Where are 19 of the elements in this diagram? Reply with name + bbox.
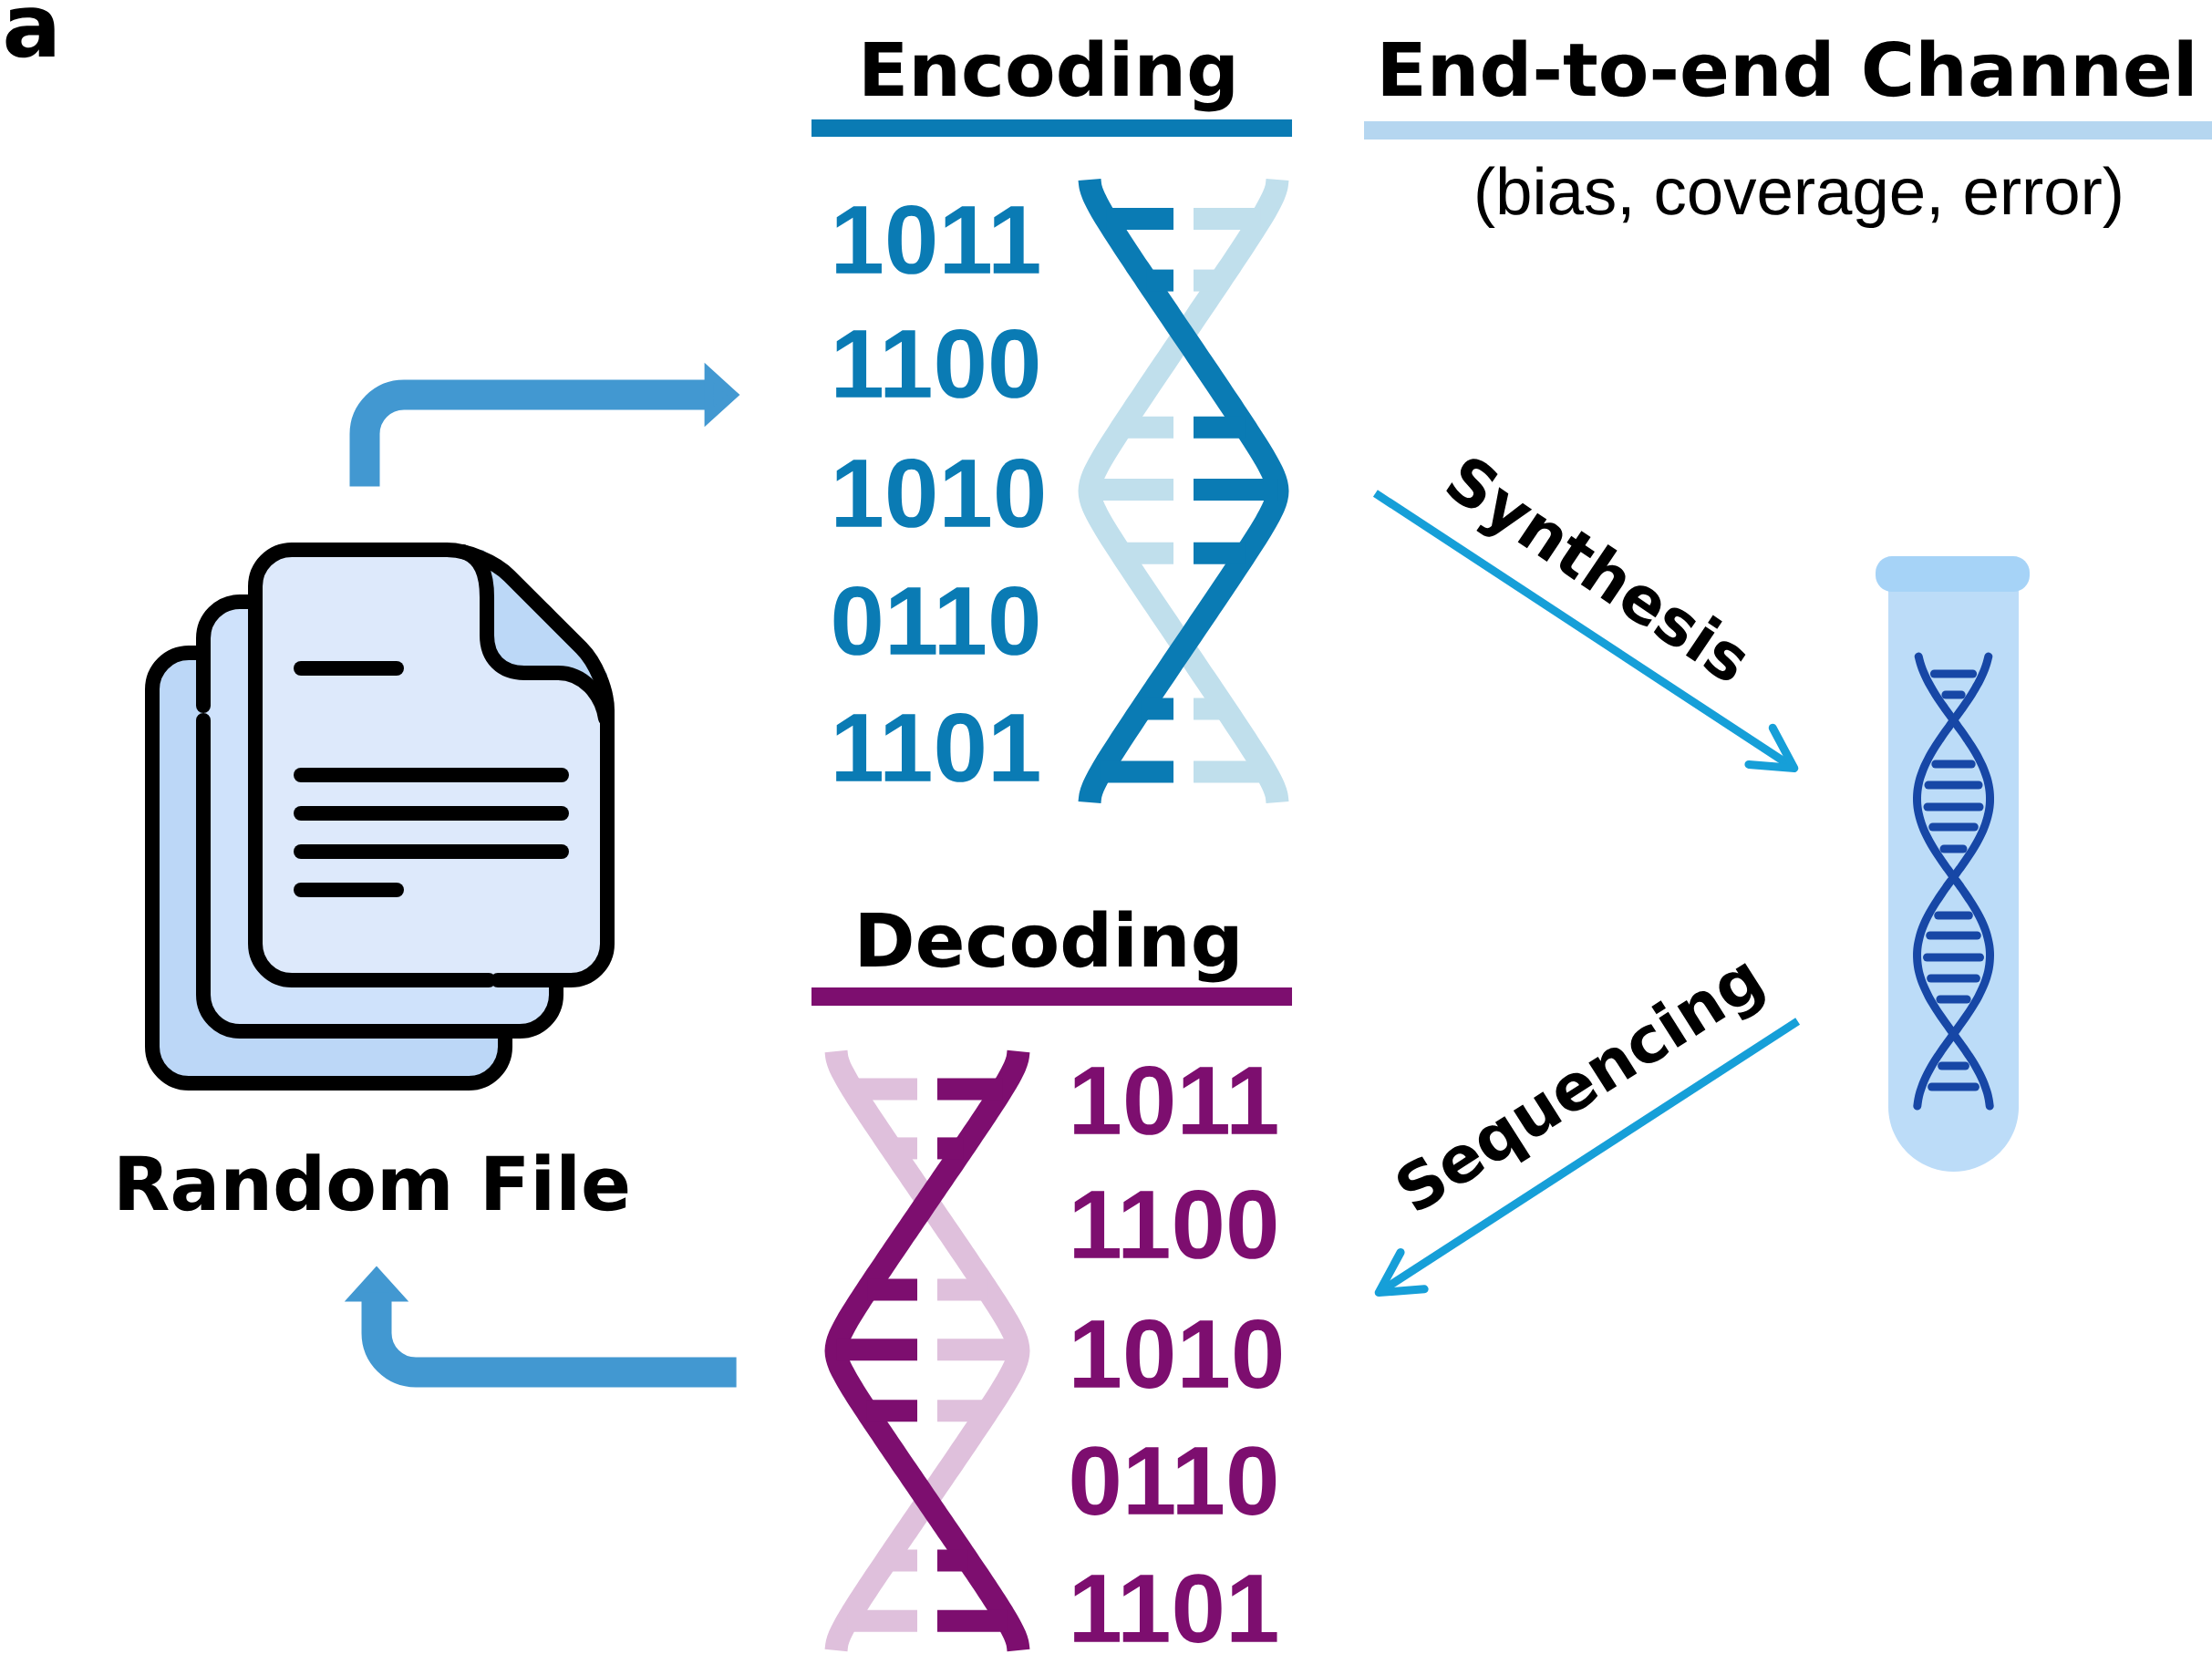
bit-string: 1011 xyxy=(1074,1066,1277,1135)
bit-string: 1010 xyxy=(836,459,1043,528)
bit-string: 0110 xyxy=(1071,1446,1277,1515)
bit-string: 1010 xyxy=(1074,1319,1281,1389)
bit-string: 1011 xyxy=(836,205,1039,274)
subheading: (bias, coverage, error) xyxy=(1477,166,2121,229)
bit-string: 1101 xyxy=(836,713,1039,782)
test-tube-drawing xyxy=(1876,556,2030,1172)
bit-string: 0110 xyxy=(833,586,1039,656)
bit-string: 1101 xyxy=(1074,1574,1277,1643)
bit-string: 1100 xyxy=(836,329,1039,398)
arrow xyxy=(1374,1018,1801,1297)
node-label: Random File xyxy=(119,1153,628,1212)
heading: Encoding xyxy=(811,39,1292,137)
panel-label: a xyxy=(5,7,55,58)
bit-string: 1100 xyxy=(1074,1190,1277,1259)
heading: Decoding xyxy=(811,910,1292,1006)
heading: End-to-end Channel xyxy=(1364,39,2212,140)
arrow xyxy=(1372,490,1799,773)
